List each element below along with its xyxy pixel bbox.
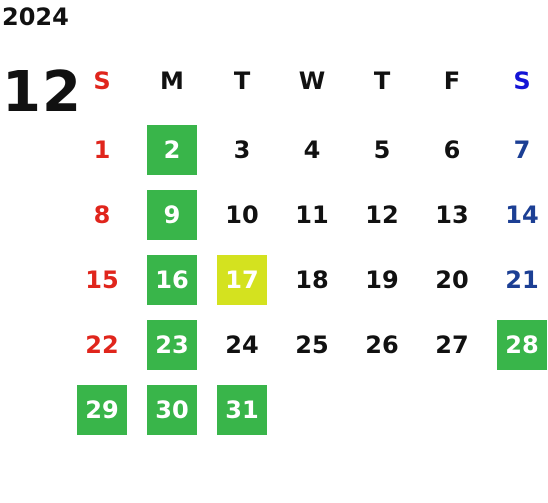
day-cell[interactable]: 13 (435, 201, 469, 229)
day-cell[interactable]: 26 (365, 331, 399, 359)
day-cell[interactable]: 14 (505, 201, 539, 229)
weekday-header-mon: M (160, 67, 184, 95)
weekday-header-wed: W (298, 67, 326, 95)
day-cell[interactable]: 23 (147, 320, 197, 370)
month-label: 12 (2, 60, 82, 125)
weekday-header-sat: S (513, 67, 531, 95)
day-cell[interactable]: 27 (435, 331, 469, 359)
day-cell[interactable]: 7 (513, 136, 531, 164)
day-cell[interactable]: 6 (443, 136, 461, 164)
day-cell[interactable]: 24 (225, 331, 259, 359)
day-cell[interactable]: 11 (295, 201, 329, 229)
day-cell[interactable]: 17 (217, 255, 267, 305)
day-cell[interactable]: 9 (147, 190, 197, 240)
day-cell[interactable]: 15 (85, 266, 119, 294)
day-cell[interactable]: 29 (77, 385, 127, 435)
year-label: 2024 (2, 3, 69, 31)
day-cell[interactable]: 3 (233, 136, 251, 164)
day-cell[interactable]: 18 (295, 266, 329, 294)
weekday-header-thu: T (373, 67, 391, 95)
day-cell[interactable]: 30 (147, 385, 197, 435)
day-cell[interactable]: 5 (373, 136, 391, 164)
weekday-header-tue: T (233, 67, 251, 95)
day-cell[interactable]: 2 (147, 125, 197, 175)
day-cell[interactable]: 22 (85, 331, 119, 359)
day-cell[interactable]: 16 (147, 255, 197, 305)
day-cell[interactable]: 12 (365, 201, 399, 229)
day-cell[interactable]: 10 (225, 201, 259, 229)
day-cell[interactable]: 1 (93, 136, 111, 164)
day-cell[interactable]: 4 (303, 136, 321, 164)
weekday-header-fri: F (443, 67, 461, 95)
day-cell[interactable]: 28 (497, 320, 547, 370)
weekday-header-sun: S (93, 67, 111, 95)
day-cell[interactable]: 20 (435, 266, 469, 294)
day-cell[interactable]: 31 (217, 385, 267, 435)
day-cell[interactable]: 19 (365, 266, 399, 294)
day-cell[interactable]: 8 (93, 201, 111, 229)
day-cell[interactable]: 25 (295, 331, 329, 359)
day-cell[interactable]: 21 (505, 266, 539, 294)
